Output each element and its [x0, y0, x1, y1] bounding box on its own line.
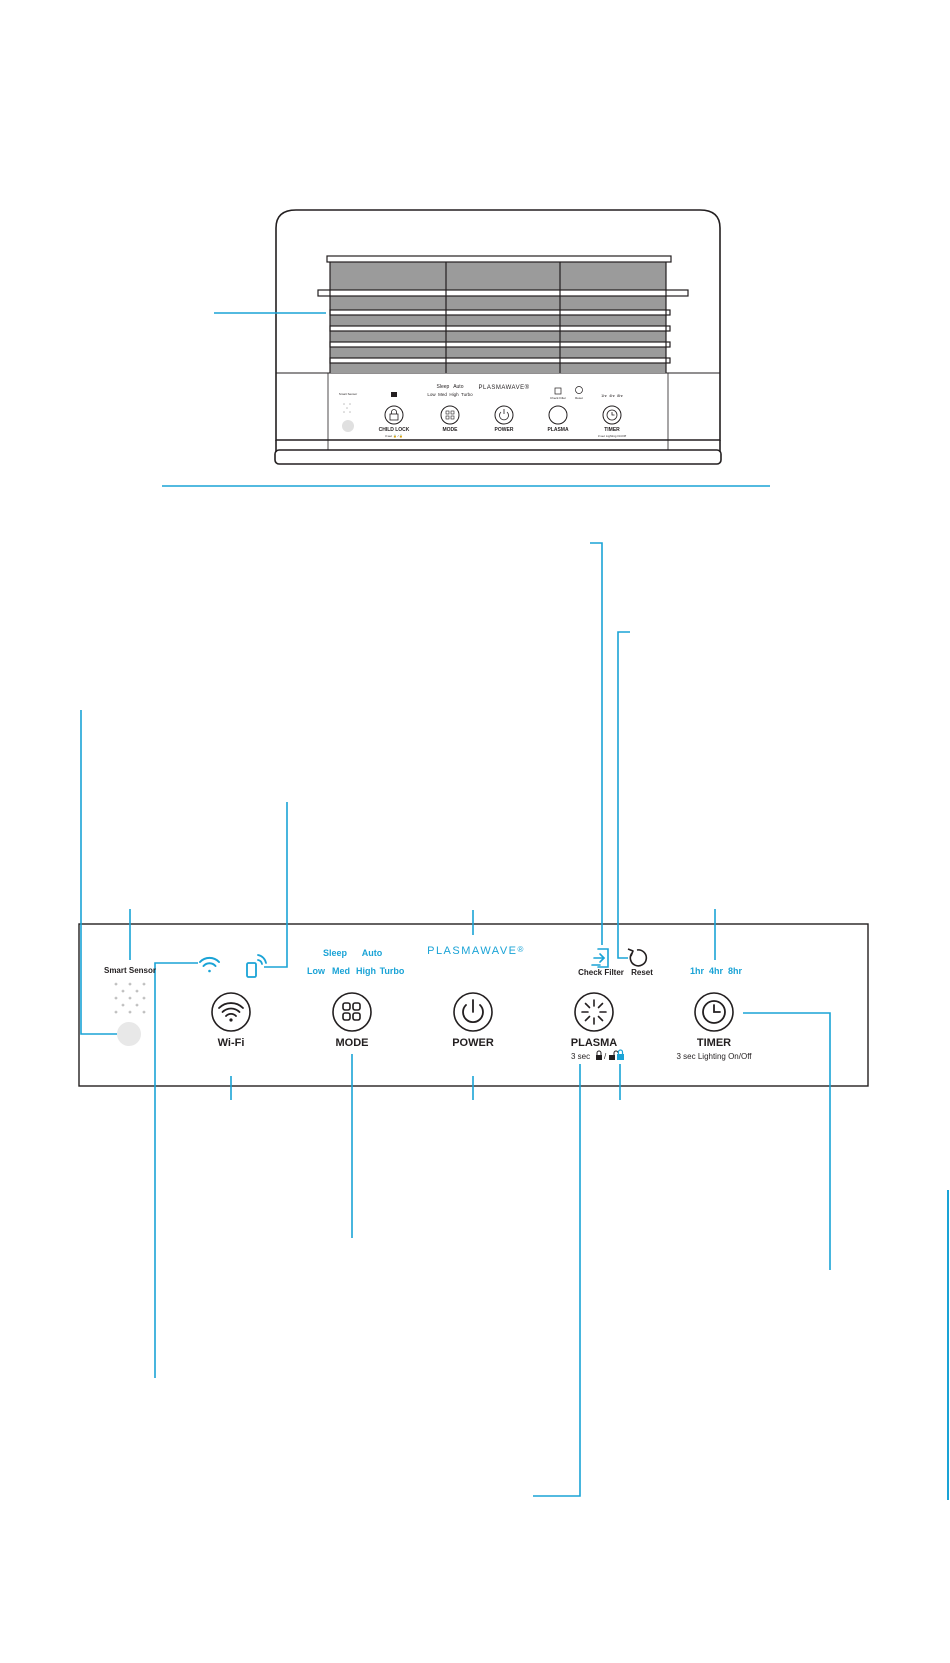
callout-check-filter	[590, 542, 603, 945]
smart-sensor-window	[117, 1022, 141, 1046]
small-check-filter-label: Check Filter	[549, 396, 567, 400]
callout-sensor-window	[80, 710, 117, 1035]
wifi-button[interactable]	[211, 992, 251, 1032]
brand-name: PLASMAWAVE	[427, 945, 518, 957]
reset-label: Reset	[631, 968, 653, 977]
mode-turbo-label: Turbo	[379, 966, 405, 976]
plasma-sub-separator: /	[604, 1052, 607, 1061]
purifier-body	[275, 209, 721, 441]
vent-back	[330, 262, 666, 373]
plasma-sub-label: 3 sec	[571, 1052, 591, 1061]
power-icon	[462, 999, 484, 1024]
wifi-icon	[218, 1002, 244, 1022]
small-child-lock-label: CHILD LOCK	[378, 427, 410, 433]
timer-button-label: TIMER	[696, 1037, 732, 1049]
small-power-button	[494, 405, 514, 425]
mode-auto-label: Auto	[361, 948, 383, 958]
smartphone-icon	[246, 954, 267, 978]
reset-icon	[627, 948, 648, 967]
smart-sensor-grid	[114, 982, 146, 1014]
small-child-lock-sub-label: 3 sec 🔒 / 🔓	[385, 434, 403, 438]
small-mode-bottom-label: Low Med High Turbo	[427, 392, 473, 397]
power-button[interactable]	[453, 992, 493, 1032]
mode-button-label: MODE	[335, 1037, 369, 1049]
small-sensor-grid	[343, 403, 351, 413]
small-plasma-button	[548, 405, 568, 425]
smart-sensor-label: Smart Sensor	[103, 966, 157, 975]
small-timer-hours-label: 1hr 4hr 8hr	[601, 393, 623, 398]
air-purifier-illustration	[274, 209, 722, 465]
timer-8hr-label: 8hr	[727, 966, 743, 976]
small-timer-sub-label: 3 sec Lighting On/Off	[597, 434, 627, 438]
filter-icon	[591, 948, 609, 968]
small-brand-label: PLASMAWAVE®	[478, 385, 530, 391]
mode-high-label: High	[356, 966, 376, 976]
brand-mark: ®	[517, 945, 525, 954]
plasma-button-label: PLASMA	[570, 1037, 618, 1049]
small-reset-label: Reset	[575, 396, 583, 400]
mode-low-label: Low	[307, 966, 325, 976]
small-power-label: POWER	[494, 427, 514, 433]
callout-wifi-indicator	[154, 962, 198, 1378]
plasma-button[interactable]	[574, 992, 614, 1032]
small-mode-top-label: Sleep Auto	[436, 384, 464, 390]
mode-sleep-label: Sleep	[322, 948, 348, 958]
power-button-label: POWER	[452, 1037, 494, 1049]
plasma-icon	[581, 999, 607, 1025]
mode-grid-icon	[342, 1002, 361, 1021]
callout-smartphone	[264, 802, 288, 968]
small-smart-sensor-label: Smart Sensor	[338, 392, 358, 396]
callout-plasma-sub	[533, 1064, 581, 1497]
unlock-icon	[609, 1050, 619, 1060]
timer-button[interactable]	[694, 992, 734, 1032]
lock-indicator-icon	[617, 1049, 624, 1060]
clock-icon	[702, 1000, 726, 1024]
mode-med-label: Med	[332, 966, 350, 976]
timer-sub-label: 3 sec Lighting On/Off	[676, 1052, 752, 1061]
callout-reset	[617, 631, 630, 959]
small-sensor-dot	[342, 420, 354, 432]
small-lock-button	[384, 405, 404, 425]
purifier-base	[274, 449, 722, 465]
brand-logo: PLASMAWAVE®	[427, 945, 525, 957]
small-mode-label: MODE	[442, 427, 458, 433]
check-filter-label: Check Filter	[578, 968, 624, 977]
timer-1hr-label: 1hr	[689, 966, 705, 976]
callout-timer-button	[743, 1012, 831, 1270]
wifi-button-label: Wi-Fi	[217, 1037, 245, 1049]
timer-4hr-label: 4hr	[708, 966, 724, 976]
mode-button[interactable]	[332, 992, 372, 1032]
callout-lines	[80, 542, 831, 1497]
small-mode-button	[440, 405, 460, 425]
small-plasma-label: PLASMA	[547, 427, 569, 433]
lock-icon	[596, 1050, 602, 1060]
vent-louvers	[317, 255, 689, 373]
wifi-indicator-icon	[199, 956, 220, 973]
small-timer-button	[602, 405, 622, 425]
small-timer-label: TIMER	[604, 427, 620, 433]
